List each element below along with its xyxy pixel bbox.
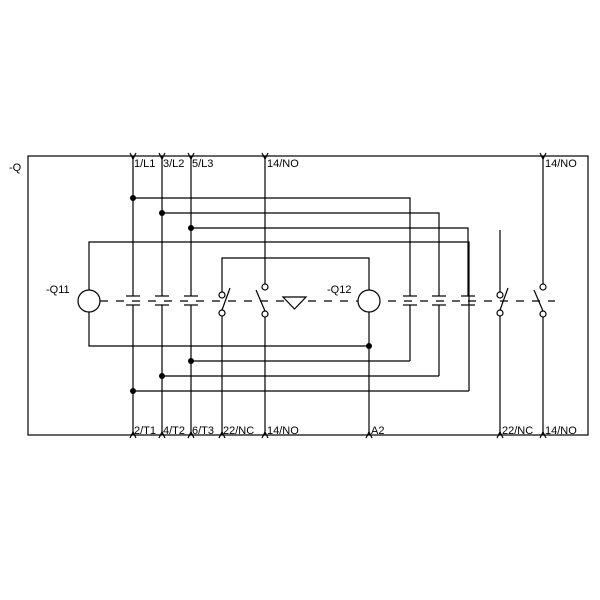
terminal-label-bottom: 14/NO — [267, 425, 299, 437]
q12-no-blade — [533, 289, 544, 312]
junction-dot — [159, 210, 165, 216]
q11-no-terminal-bottom — [261, 310, 269, 318]
terminal-label-bottom: A2 — [371, 425, 384, 437]
cross-wire-upper-l3 — [191, 227, 469, 296]
coil-q11-top-wire — [88, 241, 470, 391]
bottom-terminal-marks — [129, 430, 547, 439]
q12-no-terminal-bottom — [539, 310, 547, 318]
q11-no-blade — [255, 289, 266, 312]
junction-dot — [188, 358, 194, 364]
device-frame — [27, 155, 589, 436]
coil-q11 — [77, 289, 101, 313]
q11-nc-terminal-top — [218, 291, 226, 299]
junction-dot — [130, 195, 136, 201]
terminal-label-bottom: 22/NC — [223, 425, 254, 437]
q12-nc-terminal-top — [496, 291, 504, 299]
coil-q11-bottom-wire — [88, 312, 369, 347]
interlock-triangle — [281, 296, 308, 310]
terminal-label-top: 14/NO — [545, 158, 577, 170]
terminal-label-bottom: 14/NO — [545, 425, 577, 437]
terminal-label-bottom: 4/T2 — [163, 425, 185, 437]
q12-no-terminal-top — [539, 283, 547, 291]
q11-nc-terminal-bottom — [218, 309, 226, 317]
q11-nc-blade — [221, 287, 231, 311]
q11-no-terminal-top — [261, 283, 269, 291]
junction-dot — [159, 373, 165, 379]
terminal-label-top: 1/L1 — [134, 158, 155, 170]
terminal-label-bottom: 6/T3 — [192, 425, 214, 437]
cross-wire-upper-l1 — [133, 197, 411, 296]
device-label: -Q — [9, 162, 22, 174]
coil-q12-label: -Q12 — [327, 284, 351, 296]
terminal-label-bottom: 2/T1 — [134, 425, 156, 437]
cross-wire-upper-l2 — [162, 212, 440, 296]
coil-q11-label: -Q11 — [46, 284, 70, 296]
junction-dot — [188, 225, 194, 231]
q12-nc-blade — [499, 287, 509, 311]
terminal-label-top: 14/NO — [267, 158, 299, 170]
terminal-label-top: 5/L3 — [192, 158, 213, 170]
top-terminal-marks — [129, 152, 547, 161]
junction-dot — [130, 388, 136, 394]
coil-q12-top-wire — [221, 257, 370, 292]
coil-q12 — [357, 289, 381, 313]
terminal-label-top: 3/L2 — [163, 158, 184, 170]
q12-nc-terminal-bottom — [496, 309, 504, 317]
terminal-label-bottom: 22/NC — [502, 425, 533, 437]
junction-dot — [366, 343, 372, 349]
